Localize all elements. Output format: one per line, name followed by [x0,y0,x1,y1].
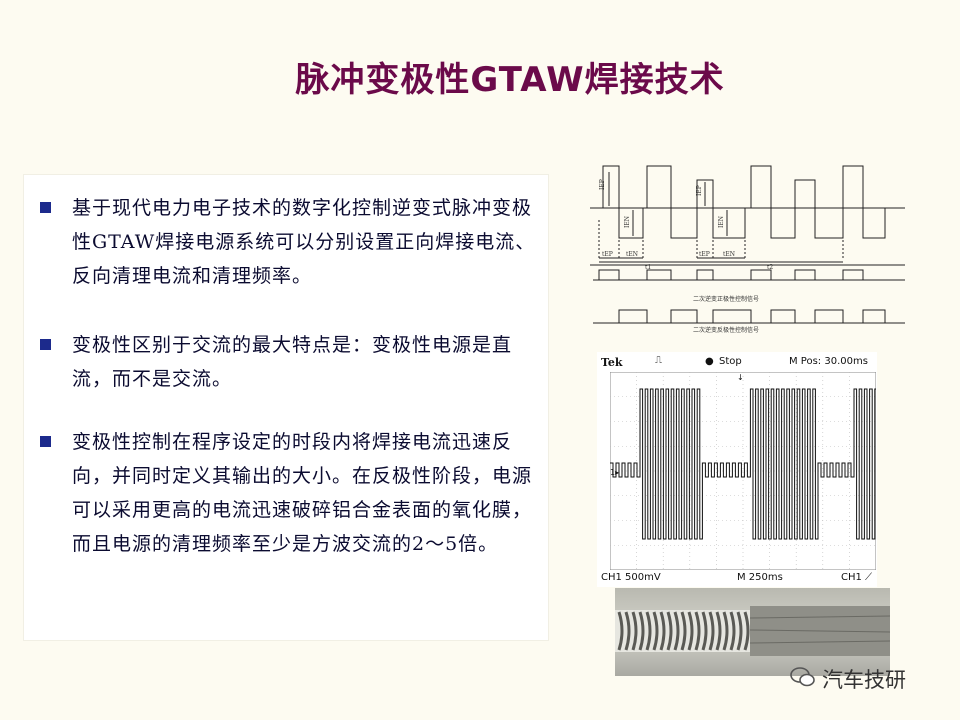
label-ten-1: tEN [626,251,638,258]
label-tep-1: tEP [602,251,613,258]
scope-trace [610,388,876,540]
slide-title: 脉冲变极性GTAW焊接技术 [295,60,725,100]
scope-brand: Tek [601,356,623,369]
pulse-icon: ⎍ [655,355,662,366]
label-t2: t2 [767,264,773,271]
oscilloscope-capture: Tek ⎍ ● Stop M Pos: 30.00ms 1▸ ↓ [597,352,877,587]
label-iep-1: IEP [599,179,606,190]
scope-header: Tek ⎍ ● Stop M Pos: 30.00ms [597,355,877,372]
label-ien-2: IEN [718,216,725,228]
bullet-square-icon [40,436,51,447]
waveform-diagram: tEP tEN t1 tEP tEN t2 IEP IEN IEP IEN 二次… [585,160,910,335]
label-t1: t1 [645,264,651,271]
signal-label-negative: 二次逆变反极性控制信号 [693,326,759,334]
scope-trigger: CH1 [841,572,862,583]
label-ien-1: IEN [624,216,631,228]
svg-text:↓: ↓ [737,373,744,382]
stop-dot-icon: ● [705,356,714,367]
weld-bead-photo [615,588,890,676]
scope-timebase: M 250ms [737,572,783,583]
bullet-square-icon [40,339,51,350]
bullet-text: 变极性区别于交流的最大特点是：变极性电源是直流，而不是交流。 [72,334,513,390]
bullet-3: 变极性控制在程序设定的时段内将焊接电流迅速反向，并同时定义其输出的大小。在反极性… [40,425,540,561]
bullet-text: 基于现代电力电子技术的数字化控制逆变式脉冲变极性GTAW焊接电源系统可以分别设置… [72,197,536,287]
watermark: 汽车技研 [790,664,955,692]
bullet-text: 变极性控制在程序设定的时段内将焊接电流迅速反向，并同时定义其输出的大小。在反极性… [72,431,533,555]
label-iep-2: IEP [696,185,703,196]
scope-mpos: M Pos: 30.00ms [789,356,868,367]
bullet-square-icon [40,202,51,213]
signal-label-positive: 二次逆变正极性控制信号 [693,295,759,303]
text-panel: 基于现代电力电子技术的数字化控制逆变式脉冲变极性GTAW焊接电源系统可以分别设置… [24,175,548,640]
scope-status: Stop [719,356,742,367]
bullet-1: 基于现代电力电子技术的数字化控制逆变式脉冲变极性GTAW焊接电源系统可以分别设置… [40,191,540,293]
watermark-text: 汽车技研 [822,668,906,692]
scope-ch1: CH1 500mV [601,572,661,583]
svg-text:1▸: 1▸ [610,468,619,477]
scope-footer: CH1 500mV M 250ms CH1 ⟋ [597,572,877,586]
bullet-2: 变极性区别于交流的最大特点是：变极性电源是直流，而不是交流。 [40,328,540,396]
label-ten-2: tEN [723,251,735,258]
wechat-icon [790,666,816,688]
trigger-rising-icon: ⟋ [865,572,872,583]
label-tep-2: tEP [699,251,710,258]
